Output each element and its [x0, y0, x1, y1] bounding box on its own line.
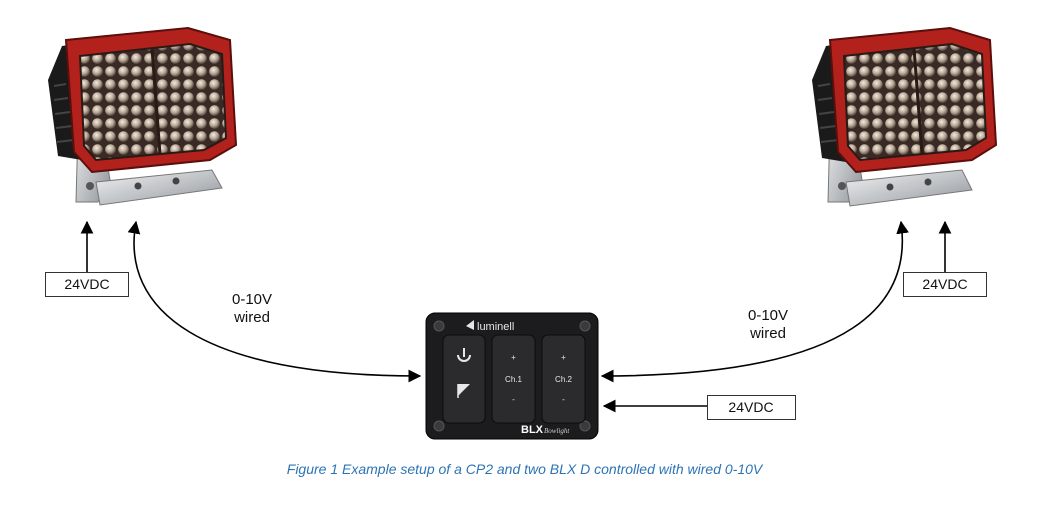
right-bolt-icon: [838, 182, 846, 190]
ch2-plus: +: [561, 353, 566, 362]
panel-brand: luminell: [477, 321, 514, 333]
right-signal-label-line1: 0-10V: [748, 307, 788, 324]
screw-icon: [579, 320, 591, 332]
right-mount-base: [845, 169, 973, 207]
screw-icon: [579, 420, 591, 432]
ch1-minus: -: [512, 395, 515, 404]
panel-product-sub: Bowlight: [544, 427, 570, 435]
ch1-rocker-switch[interactable]: [491, 334, 536, 424]
left-signal-arrow: [127, 220, 422, 383]
panel-supply-box: 24VDC: [707, 395, 796, 420]
right-led-array: [842, 42, 988, 162]
power-rocker-switch[interactable]: [442, 334, 486, 424]
power-icon: [457, 348, 471, 362]
right-signal-label-line2: wired: [749, 325, 786, 342]
connection-arrows: [80, 220, 952, 413]
panel-product: BLX: [521, 424, 544, 436]
ch2-rocker-switch[interactable]: [541, 334, 586, 424]
luminell-logo-icon: [466, 320, 474, 330]
right-light-fixture: [812, 26, 998, 207]
ch1-plus: +: [511, 353, 516, 362]
ch2-label: Ch.2: [555, 375, 572, 384]
right-supply-label: 24VDC: [922, 276, 967, 292]
left-bolt-icon: [86, 182, 94, 190]
left-signal-label-line1: 0-10V: [232, 291, 272, 308]
ch1-label: Ch.1: [505, 375, 522, 384]
right-signal-arrow: [600, 220, 909, 383]
left-led-array: [78, 42, 228, 162]
left-supply-box: 24VDC: [45, 272, 129, 297]
left-signal-label-line2: wired: [233, 309, 270, 326]
right-supply-box: 24VDC: [903, 272, 987, 297]
dim-icon: [457, 384, 470, 398]
screw-icon: [433, 320, 445, 332]
ch2-minus: -: [562, 395, 565, 404]
figure-caption: Figure 1 Example setup of a CP2 and two …: [286, 461, 763, 477]
control-panel: luminell + Ch.1 - + Ch.2 - BLX Bowlight: [425, 312, 599, 440]
left-supply-label: 24VDC: [64, 276, 109, 292]
screw-icon: [433, 420, 445, 432]
panel-supply-label: 24VDC: [728, 399, 773, 415]
left-light-fixture: [48, 26, 238, 206]
left-mount-base: [95, 169, 223, 206]
